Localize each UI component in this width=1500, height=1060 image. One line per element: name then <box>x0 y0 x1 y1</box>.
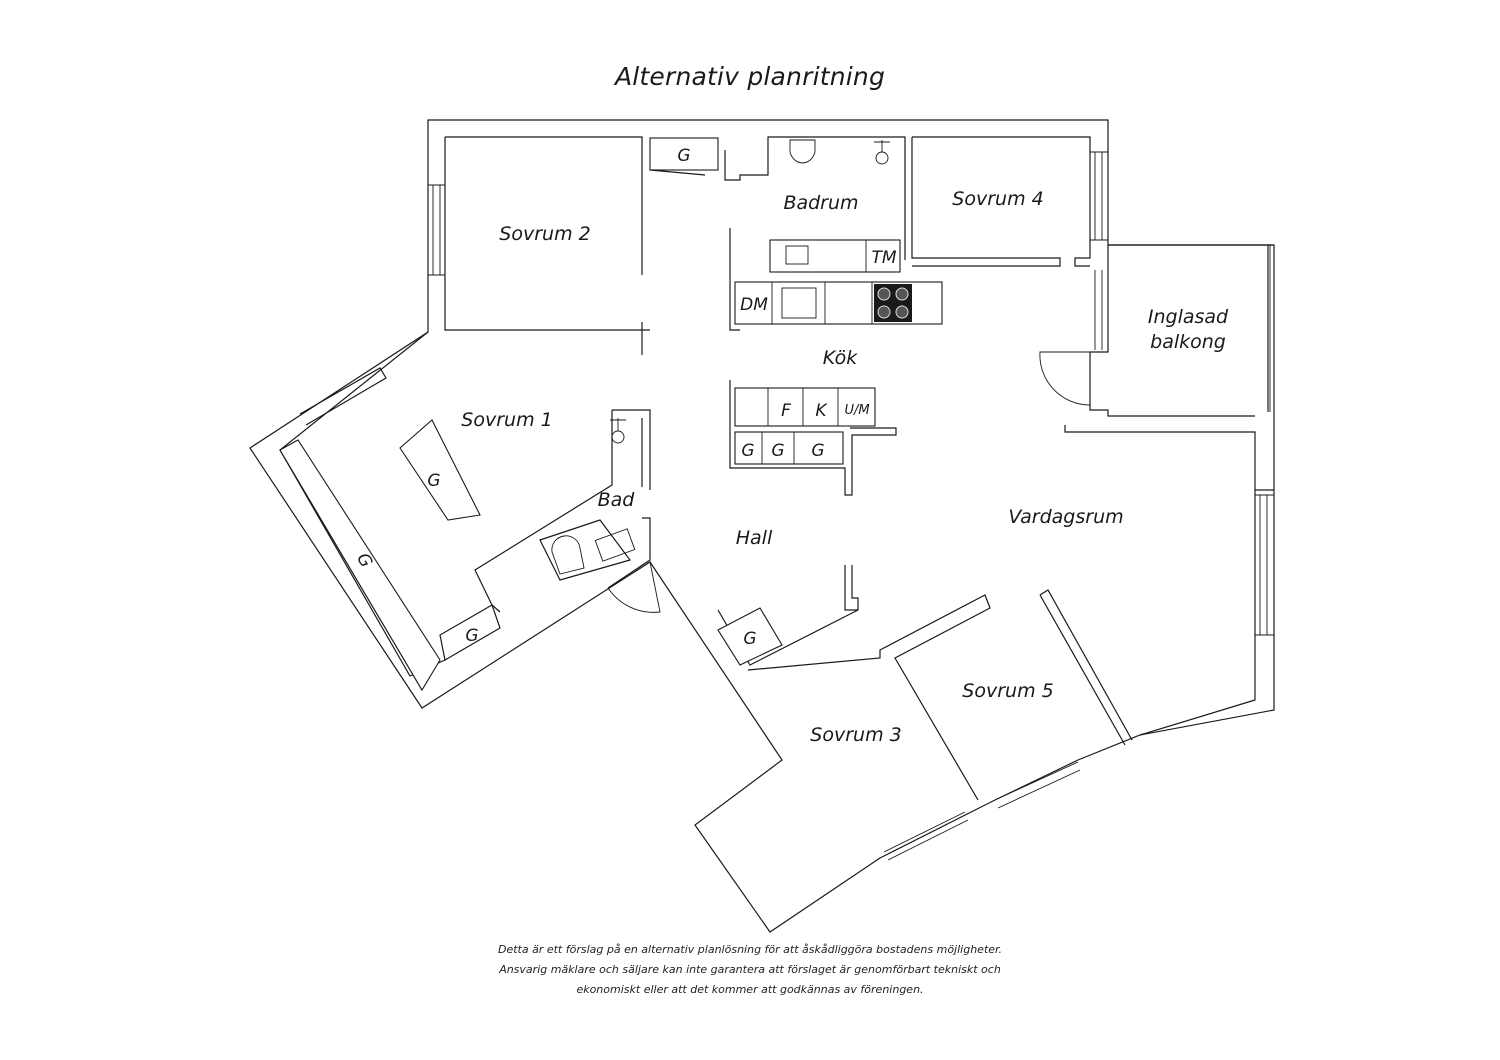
room-kok: Kök <box>823 347 858 369</box>
plan-title: Alternativ planritning <box>614 62 886 91</box>
wardrobe-label: G <box>465 626 478 646</box>
room-balkong-line1: Inglasad <box>1148 306 1229 328</box>
windows <box>428 151 1274 861</box>
room-sovrum-1: Sovrum 1 <box>461 409 552 431</box>
room-hall: Hall <box>736 527 773 549</box>
dm-label: DM <box>740 295 768 315</box>
room-sovrum-4: Sovrum 4 <box>952 188 1043 210</box>
room-sovrum-3: Sovrum 3 <box>810 724 901 746</box>
fridge-label: F <box>781 401 791 421</box>
wardrobe-label: G <box>677 146 690 166</box>
wardrobe-label: G <box>427 471 440 491</box>
room-balkong-line2: balkong <box>1150 331 1226 353</box>
room-bad: Bad <box>598 489 636 511</box>
room-labels: Sovrum 2 Sovrum 1 Sovrum 3 Sovrum 4 Sovr… <box>461 188 1229 746</box>
disclaimer-line: Detta är ett förslag på en alternativ pl… <box>497 943 1003 956</box>
room-sovrum-5: Sovrum 5 <box>962 680 1053 702</box>
fixtures <box>279 139 943 692</box>
wardrobe-label: G <box>743 629 756 649</box>
room-badrum: Badrum <box>783 192 858 214</box>
tm-label: TM <box>871 248 896 268</box>
disclaimer-line: Ansvarig mäklare och säljare kan inte ga… <box>499 963 1001 976</box>
um-label: U/M <box>844 403 869 418</box>
disclaimer: Detta är ett förslag på en alternativ pl… <box>380 940 1120 1000</box>
wardrobe-label: G <box>741 441 754 461</box>
wardrobe-label: G <box>771 441 784 461</box>
freezer-label: K <box>815 401 828 421</box>
room-vardagsrum: Vardagsrum <box>1008 506 1123 528</box>
wardrobe-label: G <box>811 441 824 461</box>
room-sovrum-2: Sovrum 2 <box>499 223 590 245</box>
disclaimer-line: ekonomiskt eller att det kommer att godk… <box>576 983 924 996</box>
interior-walls <box>299 136 1274 801</box>
